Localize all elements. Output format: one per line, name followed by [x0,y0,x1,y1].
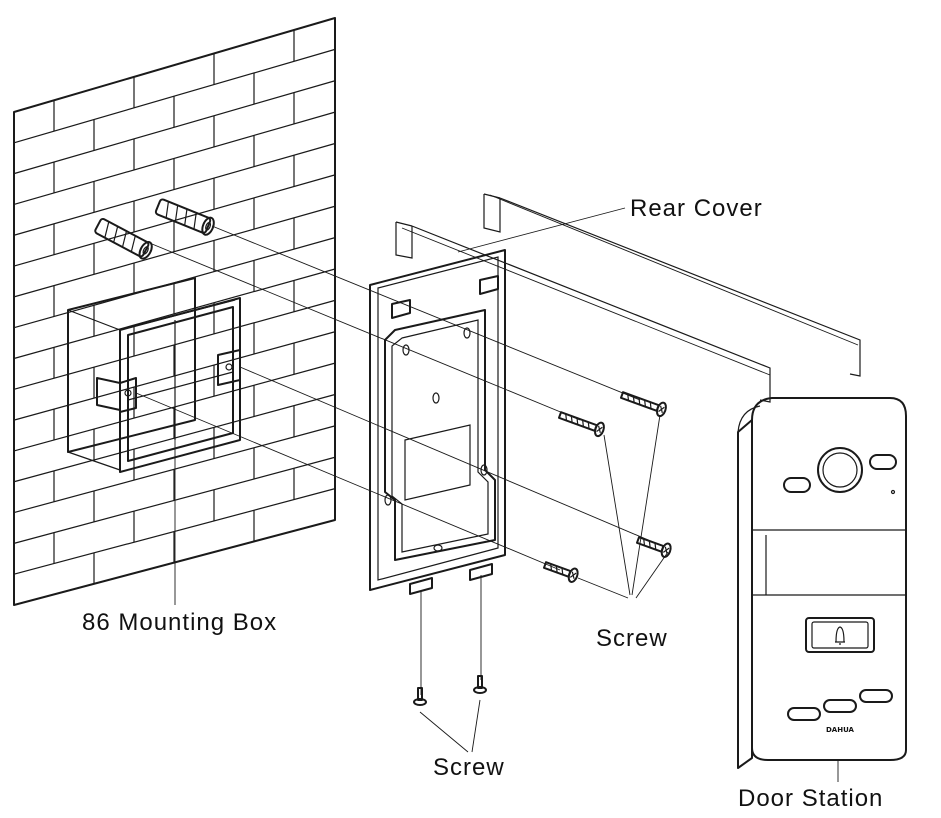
screw-right-leaders [577,414,669,599]
rear-cover-plate [369,249,506,591]
brick-course-line [13,425,336,514]
screw-bottom-1 [413,687,427,706]
call-button [805,617,875,653]
label-door-station: Door Station [738,785,883,812]
brick-course-line [13,48,336,144]
wall-outline [13,17,336,606]
wall-anchor-right [154,198,215,236]
wall-anchor-left [94,217,153,260]
rear-cover [369,249,506,695]
rear-cover-leader [457,207,626,253]
label-screw-right: Screw [596,625,668,652]
bell-icon [835,626,845,645]
hook-guides [395,193,861,403]
wall-anchors [94,198,215,260]
screw-bottom-2 [473,675,487,694]
screw-bottom-leaders [419,699,481,753]
screw-upper-2 [619,391,667,418]
screw-upper-1 [557,411,605,438]
ir-light-right [869,454,897,470]
label-mounting-box: 86 Mounting Box [82,609,277,636]
door-station: DAHUA [737,397,907,782]
screw-lower-2 [635,536,672,558]
mounting-box-frame [119,297,241,473]
speaker-grille [787,689,893,721]
door-station-body [751,397,907,761]
mounting-box [67,277,241,605]
camera-lens [817,447,863,493]
brand-logo: DAHUA [826,726,855,734]
screw-lower-1 [542,561,579,583]
label-rear-cover: Rear Cover [630,195,763,222]
brick-course-line [13,111,336,206]
label-screw-bottom: Screw [433,754,505,781]
mounting-box-back [67,277,196,453]
brick-course-line [13,488,336,575]
brick-wall [13,17,336,606]
screws [413,391,672,753]
ir-light-left [783,477,811,493]
brick-courses [13,30,336,584]
